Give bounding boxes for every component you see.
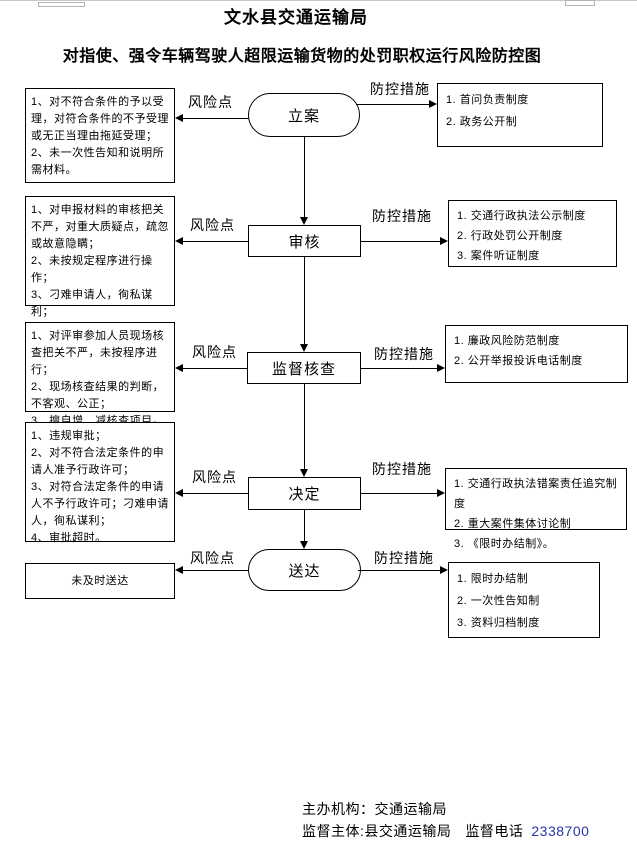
arrow-line-risk-decision bbox=[179, 493, 249, 494]
control-label-check: 防控措施 bbox=[374, 346, 434, 362]
connector-head-check-decision bbox=[300, 469, 308, 477]
arrow-line-control-decision bbox=[361, 493, 439, 494]
footer-phone-number: 2338700 bbox=[531, 823, 590, 839]
risk-label-check: 风险点 bbox=[192, 344, 237, 360]
footer-host-org: 主办机构：交通运输局 bbox=[302, 799, 447, 819]
risk-box-check: 1、对评审参加人员现场核查把关不严，未按程序进行； 2、现场核查结果的判断，不客… bbox=[25, 322, 175, 427]
arrow-line-risk-delivery bbox=[179, 570, 249, 571]
arrow-line-risk-filing bbox=[179, 118, 249, 119]
risk-box-delivery: 未及时送达 bbox=[25, 563, 175, 599]
footer-phone-label: 监督电话 bbox=[465, 823, 524, 839]
flow-step-check: 监督核查 bbox=[247, 352, 361, 384]
control-label-review: 防控措施 bbox=[372, 208, 432, 224]
page-title: 文水县交通运输局 bbox=[224, 8, 368, 27]
control-label-delivery: 防控措施 bbox=[374, 550, 434, 566]
flow-step-delivery: 送达 bbox=[248, 549, 361, 591]
risk-label-review: 风险点 bbox=[190, 217, 235, 233]
risk-box-review: 1、对申报材料的审核把关不严，对重大质疑点，疏忽或故意隐瞒； 2、未按规定程序进… bbox=[25, 196, 175, 335]
arrow-line-control-check bbox=[361, 368, 439, 369]
risk-box-decision: 1、违规审批； 2、对不符合法定条件的申请人准予行政许可； 3、对符合法定条件的… bbox=[25, 422, 175, 544]
arrow-line-control-review bbox=[361, 241, 442, 242]
arrow-line-risk-check bbox=[179, 368, 248, 369]
measure-box-decision: 1. 交通行政执法错案责任追究制度 2. 重大案件集体讨论制 3. 《限时办结制… bbox=[445, 468, 627, 550]
connector-check-decision bbox=[304, 384, 305, 469]
arrow-head-control-filing bbox=[429, 100, 437, 108]
risk-label-filing: 风险点 bbox=[188, 94, 233, 110]
control-label-filing: 防控措施 bbox=[370, 81, 430, 97]
connector-filing-review bbox=[304, 137, 305, 217]
measure-box-check: 1. 廉政风险防范制度 2. 公开举报投诉电话制度 bbox=[445, 325, 628, 383]
footer-supervisor: 监督主体:县交通运输局监督电话 2338700 bbox=[302, 821, 589, 841]
arrow-line-control-delivery bbox=[358, 570, 442, 571]
measure-box-delivery: 1. 限时办结制 2. 一次性告知制 3. 资料归档制度 bbox=[448, 562, 600, 638]
flow-step-decision: 决定 bbox=[248, 477, 361, 510]
arrow-head-control-check bbox=[437, 364, 445, 372]
page-boundary-marker-right bbox=[565, 0, 595, 6]
connector-head-review-check bbox=[300, 344, 308, 352]
flow-step-filing: 立案 bbox=[248, 93, 360, 137]
connector-head-filing-review bbox=[300, 217, 308, 225]
arrow-head-control-delivery bbox=[440, 566, 448, 574]
arrow-line-risk-review bbox=[179, 241, 249, 242]
measure-box-review: 1. 交通行政执法公示制度 2. 行政处罚公开制度 3. 案件听证制度 bbox=[448, 200, 617, 267]
page-subtitle: 对指使、强令车辆驾驶人超限运输货物的处罚职权运行风险防控图 bbox=[62, 48, 542, 65]
flow-step-review: 审核 bbox=[248, 225, 361, 257]
arrow-line-control-filing bbox=[356, 104, 431, 105]
connector-decision-delivery bbox=[304, 510, 305, 542]
connector-head-decision-delivery bbox=[300, 541, 308, 549]
arrow-head-control-decision bbox=[437, 489, 445, 497]
footer-host-org-text: 主办机构：交通运输局 bbox=[302, 801, 447, 817]
page-boundary-line bbox=[0, 0, 637, 1]
risk-box-filing: 1、对不符合条件的予以受理，对符合条件的不予受理或无正当理由拖延受理； 2、未一… bbox=[25, 88, 175, 183]
connector-review-check bbox=[304, 257, 305, 345]
control-label-decision: 防控措施 bbox=[372, 461, 432, 477]
risk-label-decision: 风险点 bbox=[192, 469, 237, 485]
measure-box-filing: 1. 首问负责制度 2. 政务公开制 bbox=[437, 83, 603, 147]
page-boundary-marker-left bbox=[38, 2, 85, 7]
arrow-head-control-review bbox=[440, 237, 448, 245]
risk-label-delivery: 风险点 bbox=[190, 550, 235, 566]
footer-supervisor-text: 监督主体:县交通运输局 bbox=[302, 823, 452, 839]
